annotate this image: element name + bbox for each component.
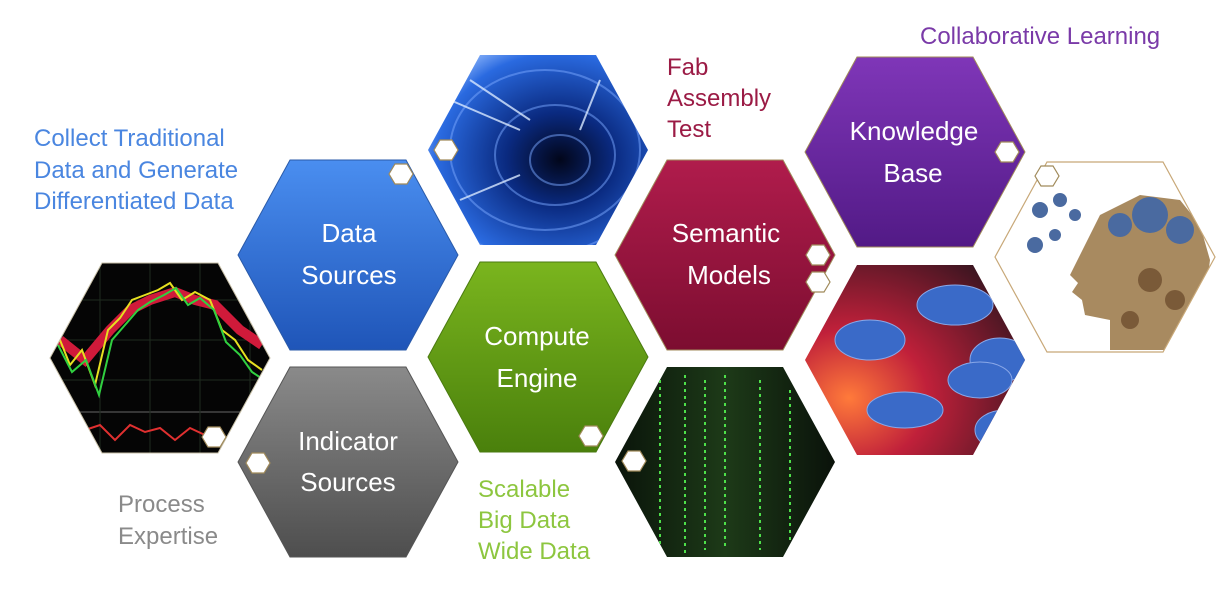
gear-head-image-hexagon	[995, 162, 1215, 352]
caption-data-collection: Collect Traditional Data and Generate Di…	[34, 125, 238, 215]
hexagon-label: Compute	[484, 321, 590, 351]
caption-fab: Fab Assembly Test	[667, 54, 771, 143]
badge-hex-icon	[201, 426, 227, 448]
semantic-models-hexagon: Semantic Models	[614, 159, 836, 351]
badge-hex-icon	[578, 425, 604, 447]
wafer-image-hexagon	[805, 265, 1025, 455]
hexagon-label: Indicator	[298, 426, 398, 456]
chart-image-hexagon	[50, 263, 270, 453]
knowledge-base-hexagon: Knowledge Base	[804, 56, 1026, 248]
badge-hex-icon	[621, 450, 647, 472]
badge-hexagons	[201, 139, 1060, 474]
badge-hex-icon	[433, 139, 459, 161]
badge-hex-icon	[805, 271, 831, 293]
data-tunnel-image-hexagon	[428, 55, 648, 245]
caption-line: Wide Data	[478, 538, 591, 565]
caption-line: Expertise	[118, 523, 218, 550]
hexagon-label: Data	[322, 218, 377, 248]
badge-hex-icon	[1034, 165, 1060, 187]
head-hex-border	[994, 161, 1216, 353]
badge-hex-icon	[245, 452, 271, 474]
hexagon-label: Engine	[497, 363, 578, 393]
hexagon-label: Base	[883, 158, 942, 188]
caption-line: Scalable	[478, 476, 570, 503]
caption-line: Test	[667, 116, 711, 143]
caption-collaborative: Collaborative Learning	[920, 23, 1160, 50]
compute-engine-hexagon: Compute Engine	[427, 261, 649, 453]
data-sources-hexagon: Data Sources	[237, 159, 459, 351]
badge-hex-icon	[994, 141, 1020, 163]
hexagon-label: Knowledge	[850, 116, 979, 146]
chart-hex-border	[49, 262, 271, 454]
server-rack-image-hexagon	[615, 367, 835, 557]
caption-scalable: Scalable Big Data Wide Data	[478, 476, 591, 565]
caption-line: Collect Traditional	[34, 125, 225, 152]
hexagon-label: Sources	[301, 260, 396, 290]
hexagon-label: Models	[687, 260, 771, 290]
indicator-sources-hexagon: Indicator Sources	[237, 366, 459, 558]
caption-process: Process Expertise	[118, 491, 218, 550]
hexagon-label: Semantic	[672, 218, 780, 248]
caption-line: Assembly	[667, 85, 771, 112]
caption-line: Data and Generate	[34, 157, 238, 184]
badge-hex-icon	[805, 244, 831, 266]
hexagon-label: Sources	[300, 467, 395, 497]
caption-line: Big Data	[478, 507, 571, 534]
caption-line: Fab	[667, 54, 708, 81]
caption-line: Process	[118, 491, 205, 518]
caption-line: Differentiated Data	[34, 188, 234, 215]
badge-hex-icon	[388, 163, 414, 185]
